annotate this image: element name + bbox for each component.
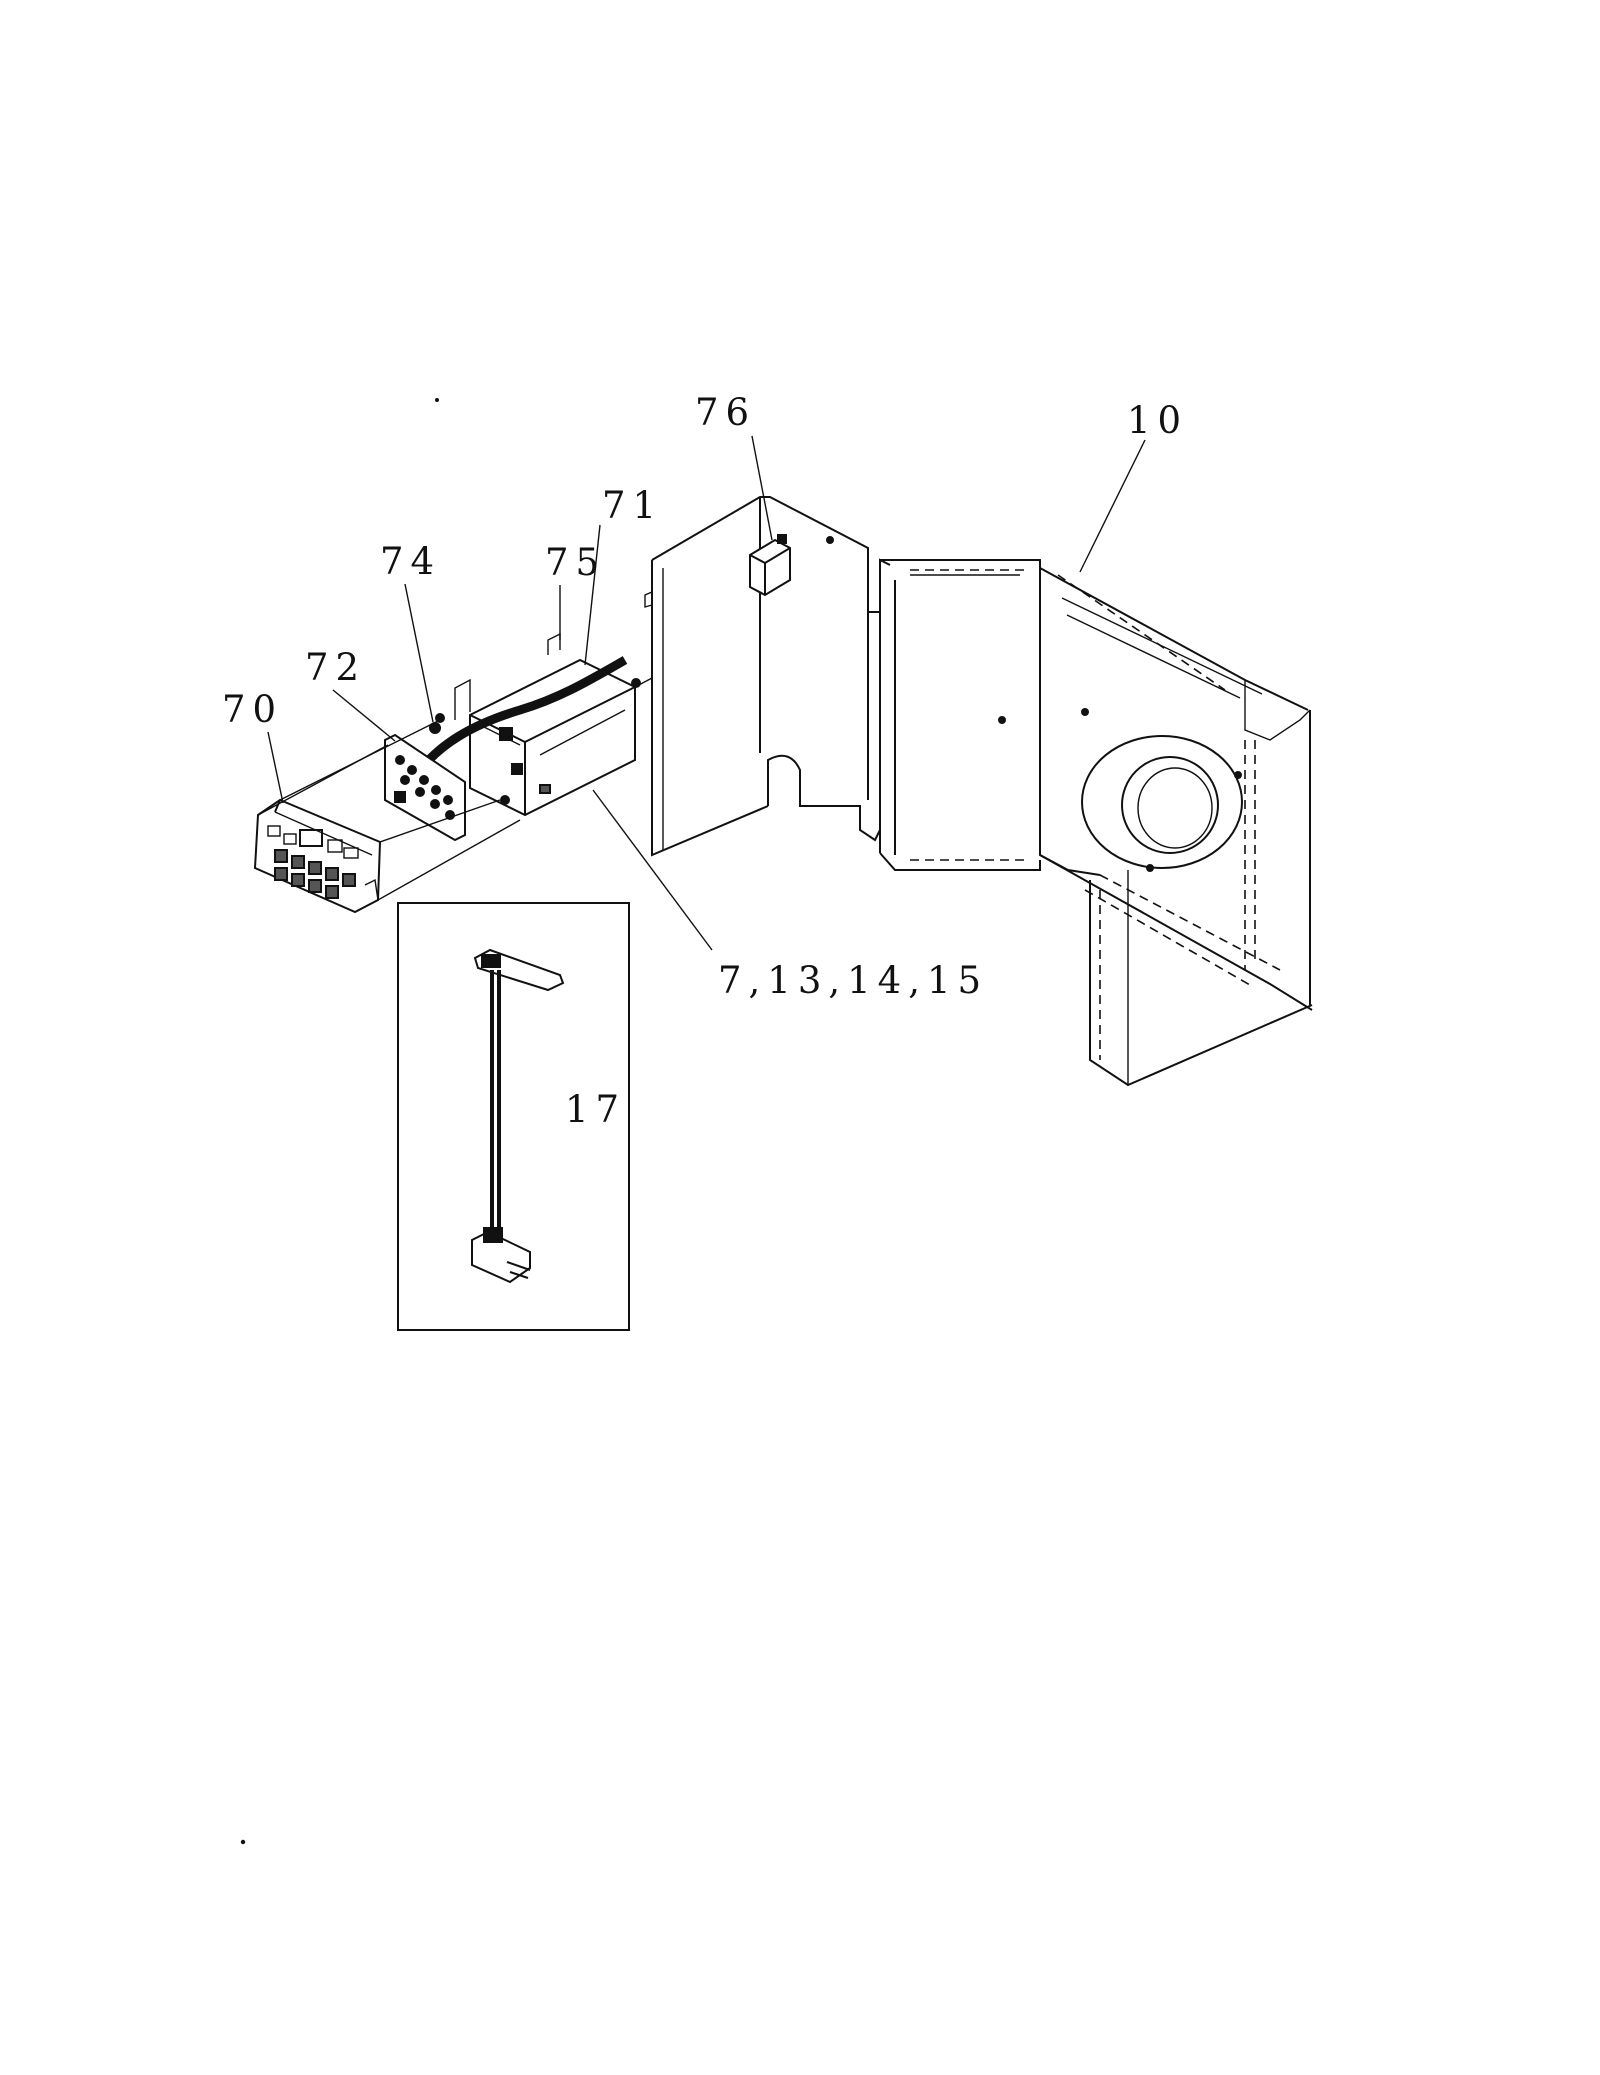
part-76-relay — [749, 534, 791, 597]
callout-75: 75 — [545, 541, 606, 584]
callout-76: 76 — [695, 391, 756, 434]
assembly-guide-lines — [257, 677, 653, 901]
speck — [435, 398, 439, 402]
callout-labels: 70 72 74 75 71 76 10 7,13,14,15 17 — [222, 391, 1188, 1131]
callout-70: 70 — [222, 688, 283, 731]
control-box-assembly — [416, 632, 641, 817]
speck — [240, 1839, 246, 1845]
inset-box-part-17 — [397, 902, 630, 1331]
callout-7-13-14-15: 7,13,14,15 — [718, 959, 988, 1002]
leader-lines — [267, 435, 1146, 951]
callout-71: 71 — [602, 484, 663, 527]
part-72-board — [384, 733, 466, 842]
callout-74: 74 — [380, 540, 441, 583]
callout-72: 72 — [305, 646, 366, 689]
callout-10: 10 — [1127, 399, 1188, 442]
callout-17: 17 — [565, 1088, 626, 1131]
part-70-keypad — [253, 798, 382, 914]
housing-panel — [644, 496, 1313, 1087]
